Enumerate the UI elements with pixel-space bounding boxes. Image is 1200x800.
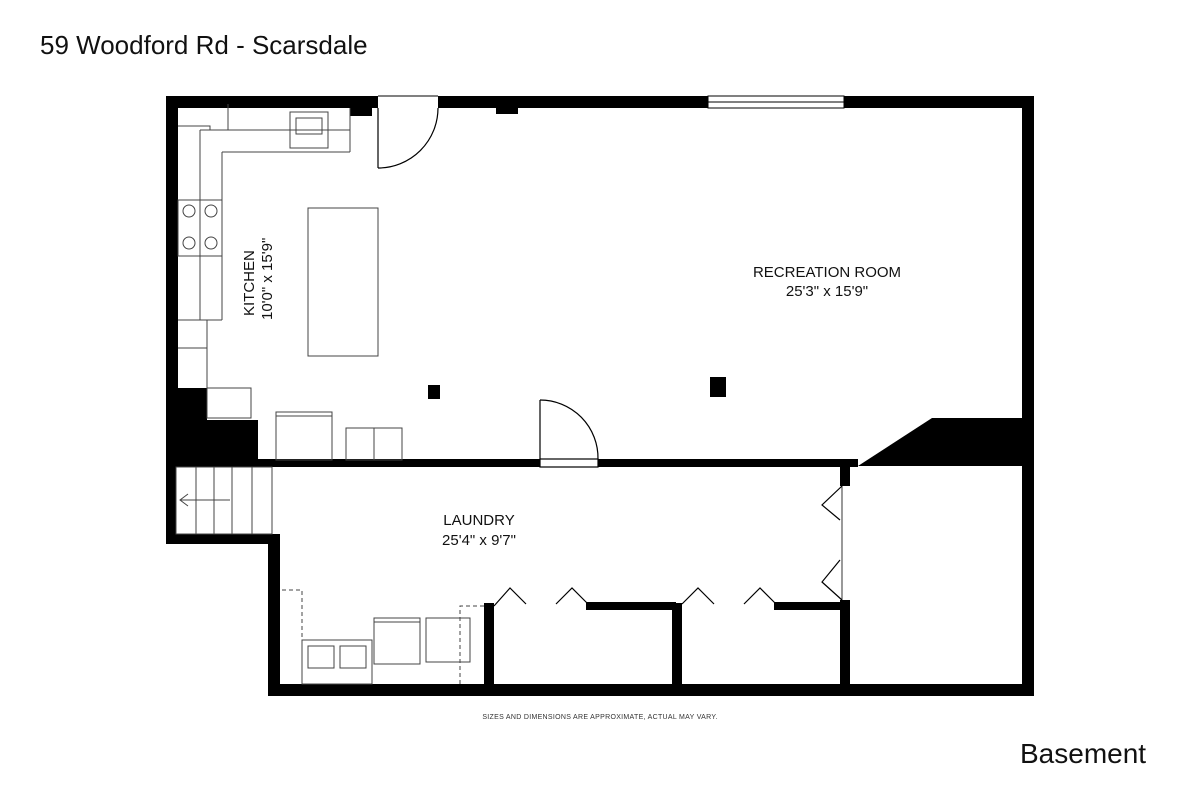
recreation-size: 25'3" x 15'9" bbox=[786, 283, 868, 300]
exterior-walls bbox=[166, 95, 1034, 696]
kitchen-name: KITCHEN bbox=[241, 250, 258, 316]
stairs bbox=[175, 466, 273, 535]
plan-title: 59 Woodford Rd - Scarsdale bbox=[40, 30, 368, 60]
laundry-size: 25'4" x 9'7" bbox=[442, 532, 516, 549]
recreation-name: RECREATION ROOM bbox=[753, 264, 901, 281]
interior-walls bbox=[176, 104, 1022, 696]
text-labels: KITCHEN 10'0" x 15'9" RECREATION ROOM 25… bbox=[241, 238, 901, 549]
kitchen-fixtures bbox=[177, 104, 403, 461]
kitchen-size: 10'0" x 15'9" bbox=[259, 238, 276, 320]
disclaimer-text: SIZES AND DIMENSIONS ARE APPROXIMATE, AC… bbox=[482, 714, 718, 721]
laundry-fixtures bbox=[282, 589, 484, 685]
floor-label: Basement bbox=[1020, 738, 1147, 769]
laundry-name: LAUNDRY bbox=[443, 512, 514, 529]
doors bbox=[377, 107, 843, 607]
